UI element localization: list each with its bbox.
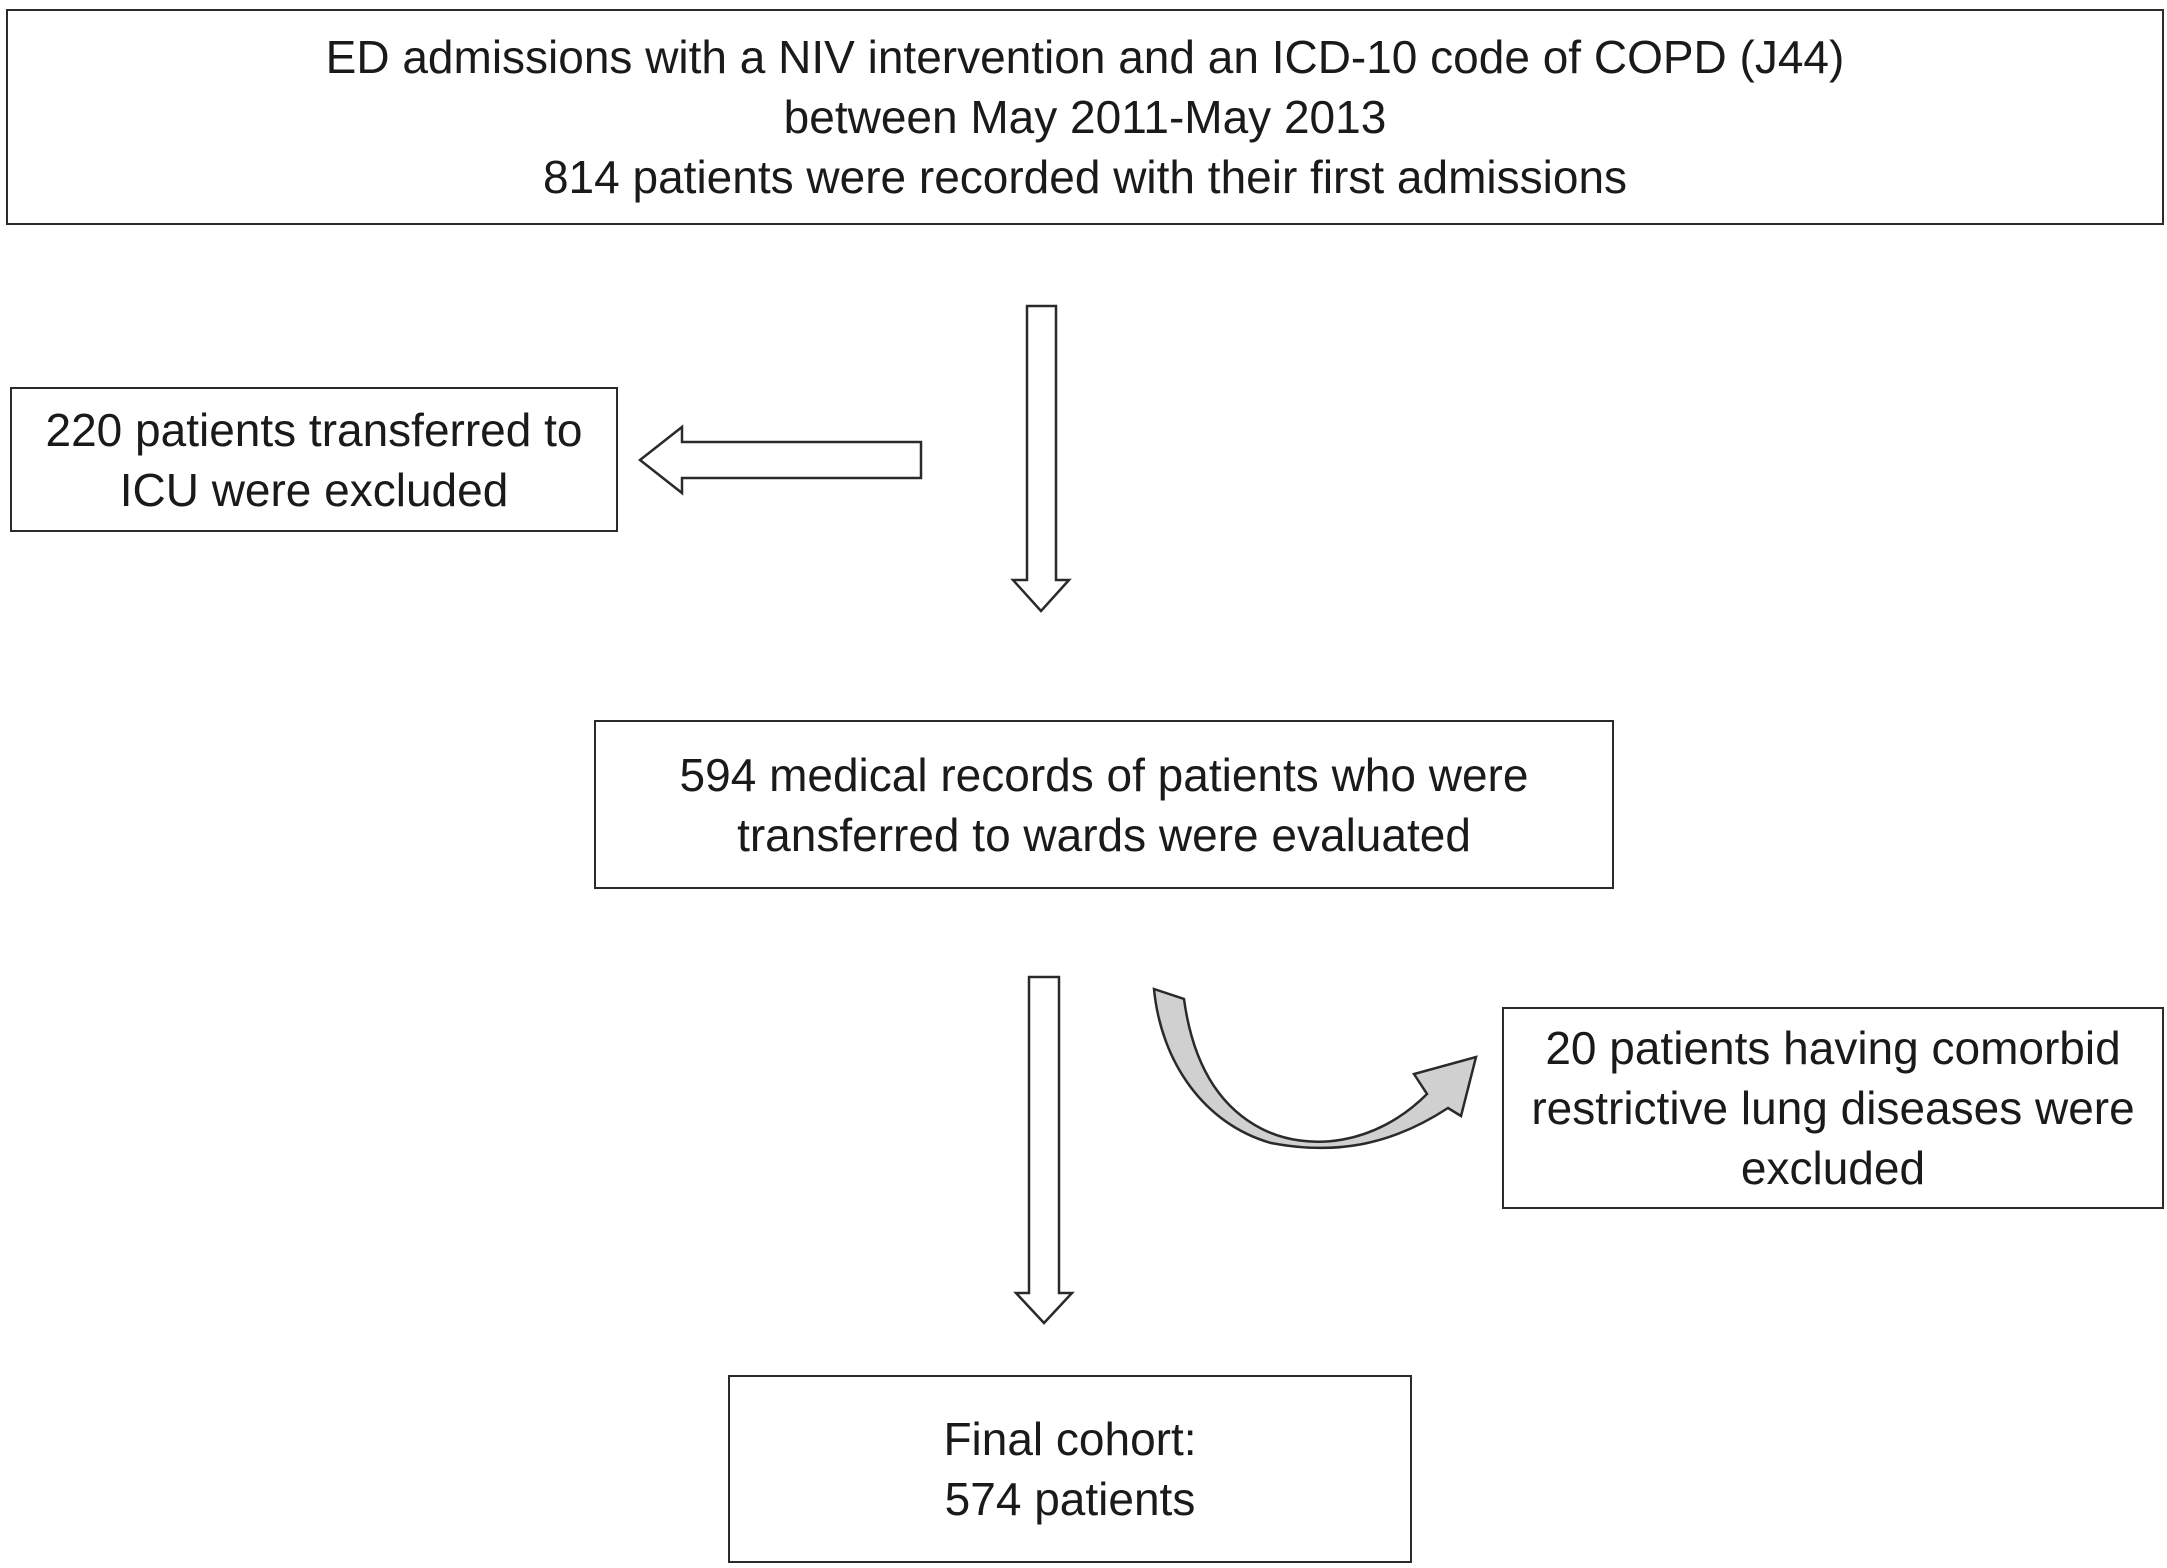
evaluated-line-1: 594 medical records of patients who were xyxy=(679,748,1529,801)
comorbid-line-1: 20 patients having comorbid xyxy=(1545,1022,2121,1074)
icu-exclusion-line-1: 220 patients transferred to xyxy=(45,403,583,456)
admissions-line-3: 814 patients were recorded with their fi… xyxy=(542,151,1628,203)
final-cohort-box: Final cohort: 574 patients xyxy=(728,1375,1412,1563)
comorbid-line-3: excluded xyxy=(1740,1142,1926,1194)
evaluated-records-box: 594 medical records of patients who were… xyxy=(594,720,1614,889)
evaluated-line-2: transferred to wards were evaluated xyxy=(737,808,1471,861)
final-cohort-line-1: Final cohort: xyxy=(943,1413,1197,1465)
admissions-line-2: between May 2011-May 2013 xyxy=(783,91,1387,143)
down-arrow-2 xyxy=(1013,975,1075,1325)
left-arrow-icu xyxy=(637,424,923,496)
admissions-line-1: ED admissions with a NIV intervention an… xyxy=(325,31,1845,83)
down-arrow-1 xyxy=(1010,304,1072,613)
comorbid-line-2: restrictive lung diseases were xyxy=(1531,1082,2135,1134)
final-cohort-line-2: 574 patients xyxy=(944,1473,1196,1525)
comorbid-exclusion-box: 20 patients having comorbid restrictive … xyxy=(1502,1007,2164,1209)
icu-exclusion-line-2: ICU were excluded xyxy=(119,463,509,516)
icu-exclusion-box: 220 patients transferred to ICU were exc… xyxy=(10,387,618,532)
curved-arrow-comorbid xyxy=(1152,987,1478,1150)
admissions-box: ED admissions with a NIV intervention an… xyxy=(6,9,2164,225)
